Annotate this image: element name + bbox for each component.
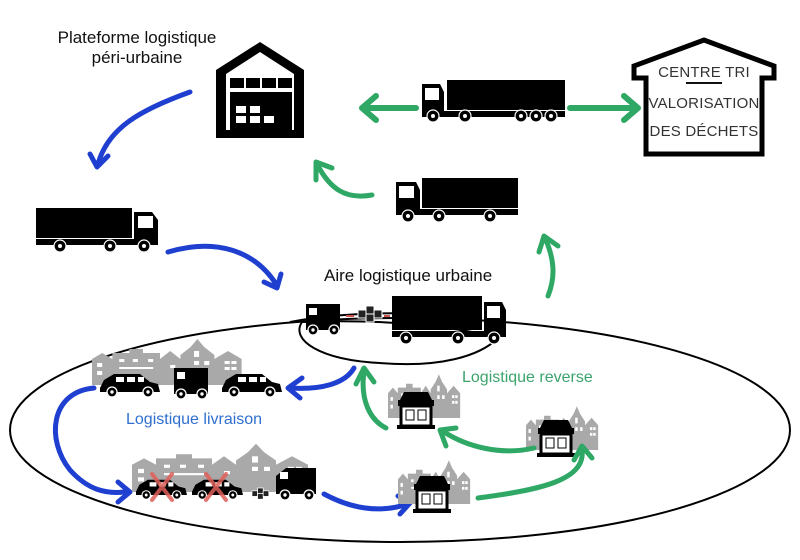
delivery-arrow-loop xyxy=(52,385,127,495)
centre-tri-title: CENTRE TRI xyxy=(658,64,750,81)
urban-area-label: Aire logistique urbaine xyxy=(324,266,493,285)
delivery-arrow-van-to-shop xyxy=(321,491,411,512)
semi-truck-icon xyxy=(422,80,565,123)
delivery-arrow-head-2 xyxy=(261,271,284,291)
return-arrow-upper xyxy=(315,163,375,199)
centre-tri-line3: DES DÉCHETS xyxy=(649,123,759,140)
forbidden-cross-icon-2 xyxy=(204,472,228,502)
shop-icon-2 xyxy=(395,390,437,431)
platform-label-line2: péri-urbaine xyxy=(91,48,183,67)
reverse-arrow-shop3-to-shop2 xyxy=(441,429,537,454)
recycling-centre-icon xyxy=(631,37,777,157)
parcels-icon-hub xyxy=(357,305,383,323)
truck-icon-return xyxy=(396,178,518,223)
truck-icon-urban-hub xyxy=(392,296,506,345)
return-arrow-lower xyxy=(542,235,556,299)
reverse-arrow-head-1 xyxy=(571,443,595,463)
delivery-arrow-head-3 xyxy=(285,375,305,401)
reverse-label: Logistique reverse xyxy=(462,369,593,386)
delivery-arrow-platform-to-truck xyxy=(95,89,193,167)
van-icon-delivery xyxy=(276,468,316,501)
flow-arrow-to-centre-tri xyxy=(567,93,641,123)
reverse-arrow-shop1-to-shop3 xyxy=(475,447,585,501)
centre-tri-line2: VALORISATION xyxy=(648,95,760,112)
warehouse-icon xyxy=(216,42,304,138)
delivery-arrow-head-1 xyxy=(87,151,111,170)
delivery-arrow-head-4 xyxy=(115,479,133,505)
reverse-arrow-shop2-to-hub xyxy=(360,369,389,431)
car-icon-2 xyxy=(221,373,283,398)
return-arrow-lower-head xyxy=(536,233,561,255)
truck-icon-delivery xyxy=(36,208,158,253)
platform-label: Plateforme logistique péri-urbaine xyxy=(52,28,222,68)
delivery-arrow-hub-to-city xyxy=(287,365,357,391)
reverse-arrow-head-3 xyxy=(353,365,377,387)
shop-icon-1 xyxy=(411,474,453,515)
return-arrow-upper-head xyxy=(313,159,335,183)
flow-arrow-to-platform xyxy=(359,93,419,123)
delivery-label: Logistique livraison xyxy=(126,411,263,428)
reverse-arrow-head-2 xyxy=(437,425,459,449)
shop-icon-3 xyxy=(535,418,577,459)
forbidden-cross-icon-1 xyxy=(150,472,174,502)
platform-label-line1: Plateforme logistique xyxy=(57,28,217,47)
delivery-arrow-truck-to-urban xyxy=(165,243,279,287)
van-icon-1 xyxy=(173,367,209,400)
